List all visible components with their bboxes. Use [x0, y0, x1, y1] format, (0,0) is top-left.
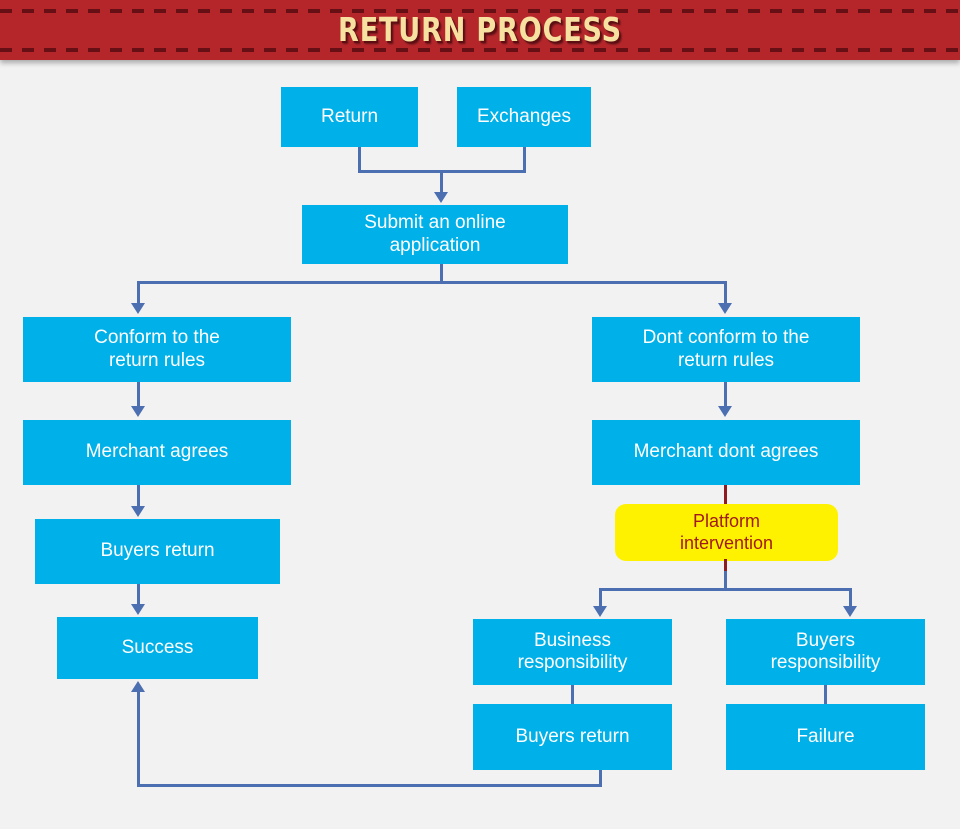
- connector-platform-down-red: [724, 559, 727, 571]
- node-submit-application-label: Submit an online application: [364, 212, 506, 256]
- connector-split-platform-left: [599, 588, 602, 610]
- connector-return-down: [358, 147, 361, 173]
- node-dont-conform-return-rules-label: Dont conform to the return rules: [642, 327, 810, 371]
- node-buyers-return-left[interactable]: Buyers return: [35, 519, 280, 584]
- connector-loop-down: [599, 770, 602, 787]
- connector-to-submit: [440, 170, 443, 196]
- node-business-responsibility-label: Business responsibility: [517, 629, 628, 673]
- connector-exchanges-down: [523, 147, 526, 173]
- node-business-responsibility[interactable]: Business responsibility: [473, 619, 672, 685]
- node-merchant-agrees[interactable]: Merchant agrees: [23, 420, 291, 485]
- connector-split-left: [137, 281, 140, 306]
- node-return[interactable]: Return: [281, 87, 418, 147]
- connector-platform-down: [724, 561, 727, 590]
- node-return-label: Return: [320, 105, 379, 127]
- node-conform-return-rules[interactable]: Conform to the return rules: [23, 317, 291, 382]
- arrow-loop-to-success: [131, 681, 145, 692]
- node-buyers-responsibility-label: Buyers responsibility: [770, 629, 881, 673]
- node-platform-intervention-label: Platform intervention: [679, 511, 774, 553]
- connector-split-platform-right: [849, 588, 852, 610]
- arrow-to-success: [131, 604, 145, 615]
- connector-split-bar-platform: [599, 588, 852, 591]
- arrow-to-business-responsibility: [593, 606, 607, 617]
- node-platform-intervention[interactable]: Platform intervention: [615, 504, 838, 561]
- node-conform-return-rules-label: Conform to the return rules: [94, 327, 220, 371]
- node-buyers-return-right-label: Buyers return: [515, 725, 630, 747]
- node-failure[interactable]: Failure: [726, 704, 925, 770]
- banner-dashed-line-bottom: [0, 48, 960, 52]
- node-success-label: Success: [121, 636, 194, 658]
- arrow-to-merchant-dont: [718, 406, 732, 417]
- connector-business-to-buyers-return: [571, 685, 574, 705]
- node-merchant-dont-agrees-label: Merchant dont agrees: [633, 441, 819, 463]
- arrow-to-buyers-return-left: [131, 506, 145, 517]
- connector-not-conform-to-merchant-dont: [724, 382, 727, 409]
- connector-buyers-resp-to-failure: [824, 685, 827, 705]
- node-merchant-dont-agrees[interactable]: Merchant dont agrees: [592, 420, 860, 485]
- arrow-to-merchant-agrees: [131, 406, 145, 417]
- node-failure-label: Failure: [796, 725, 855, 747]
- header-banner: RETURN PROCESS: [0, 0, 960, 60]
- connector-loop-horizontal: [137, 784, 602, 787]
- connector-conform-to-merchant-agrees: [137, 382, 140, 409]
- connector-merchant-agrees-to-buyers-return: [137, 485, 140, 511]
- node-buyers-responsibility[interactable]: Buyers responsibility: [726, 619, 925, 685]
- node-dont-conform-return-rules[interactable]: Dont conform to the return rules: [592, 317, 860, 382]
- node-buyers-return-left-label: Buyers return: [100, 540, 215, 562]
- connector-submit-down: [440, 264, 443, 284]
- arrow-to-submit: [434, 192, 448, 203]
- banner-dashed-line-top: [0, 9, 960, 13]
- arrow-to-conform: [131, 303, 145, 314]
- node-exchanges[interactable]: Exchanges: [457, 87, 591, 147]
- node-submit-application[interactable]: Submit an online application: [302, 205, 568, 264]
- connector-split-right: [724, 281, 727, 306]
- node-merchant-agrees-label: Merchant agrees: [85, 441, 229, 463]
- page-title: RETURN PROCESS: [338, 10, 622, 49]
- arrow-to-buyers-responsibility: [843, 606, 857, 617]
- connector-merchant-dont-to-platform: [724, 485, 727, 505]
- node-success[interactable]: Success: [57, 617, 258, 679]
- node-buyers-return-right[interactable]: Buyers return: [473, 704, 672, 770]
- arrow-to-not-conform: [718, 303, 732, 314]
- connector-buyers-return-to-success: [137, 584, 140, 609]
- node-exchanges-label: Exchanges: [476, 105, 571, 127]
- connector-loop-up: [137, 692, 140, 786]
- connector-split-bar-main: [137, 281, 727, 284]
